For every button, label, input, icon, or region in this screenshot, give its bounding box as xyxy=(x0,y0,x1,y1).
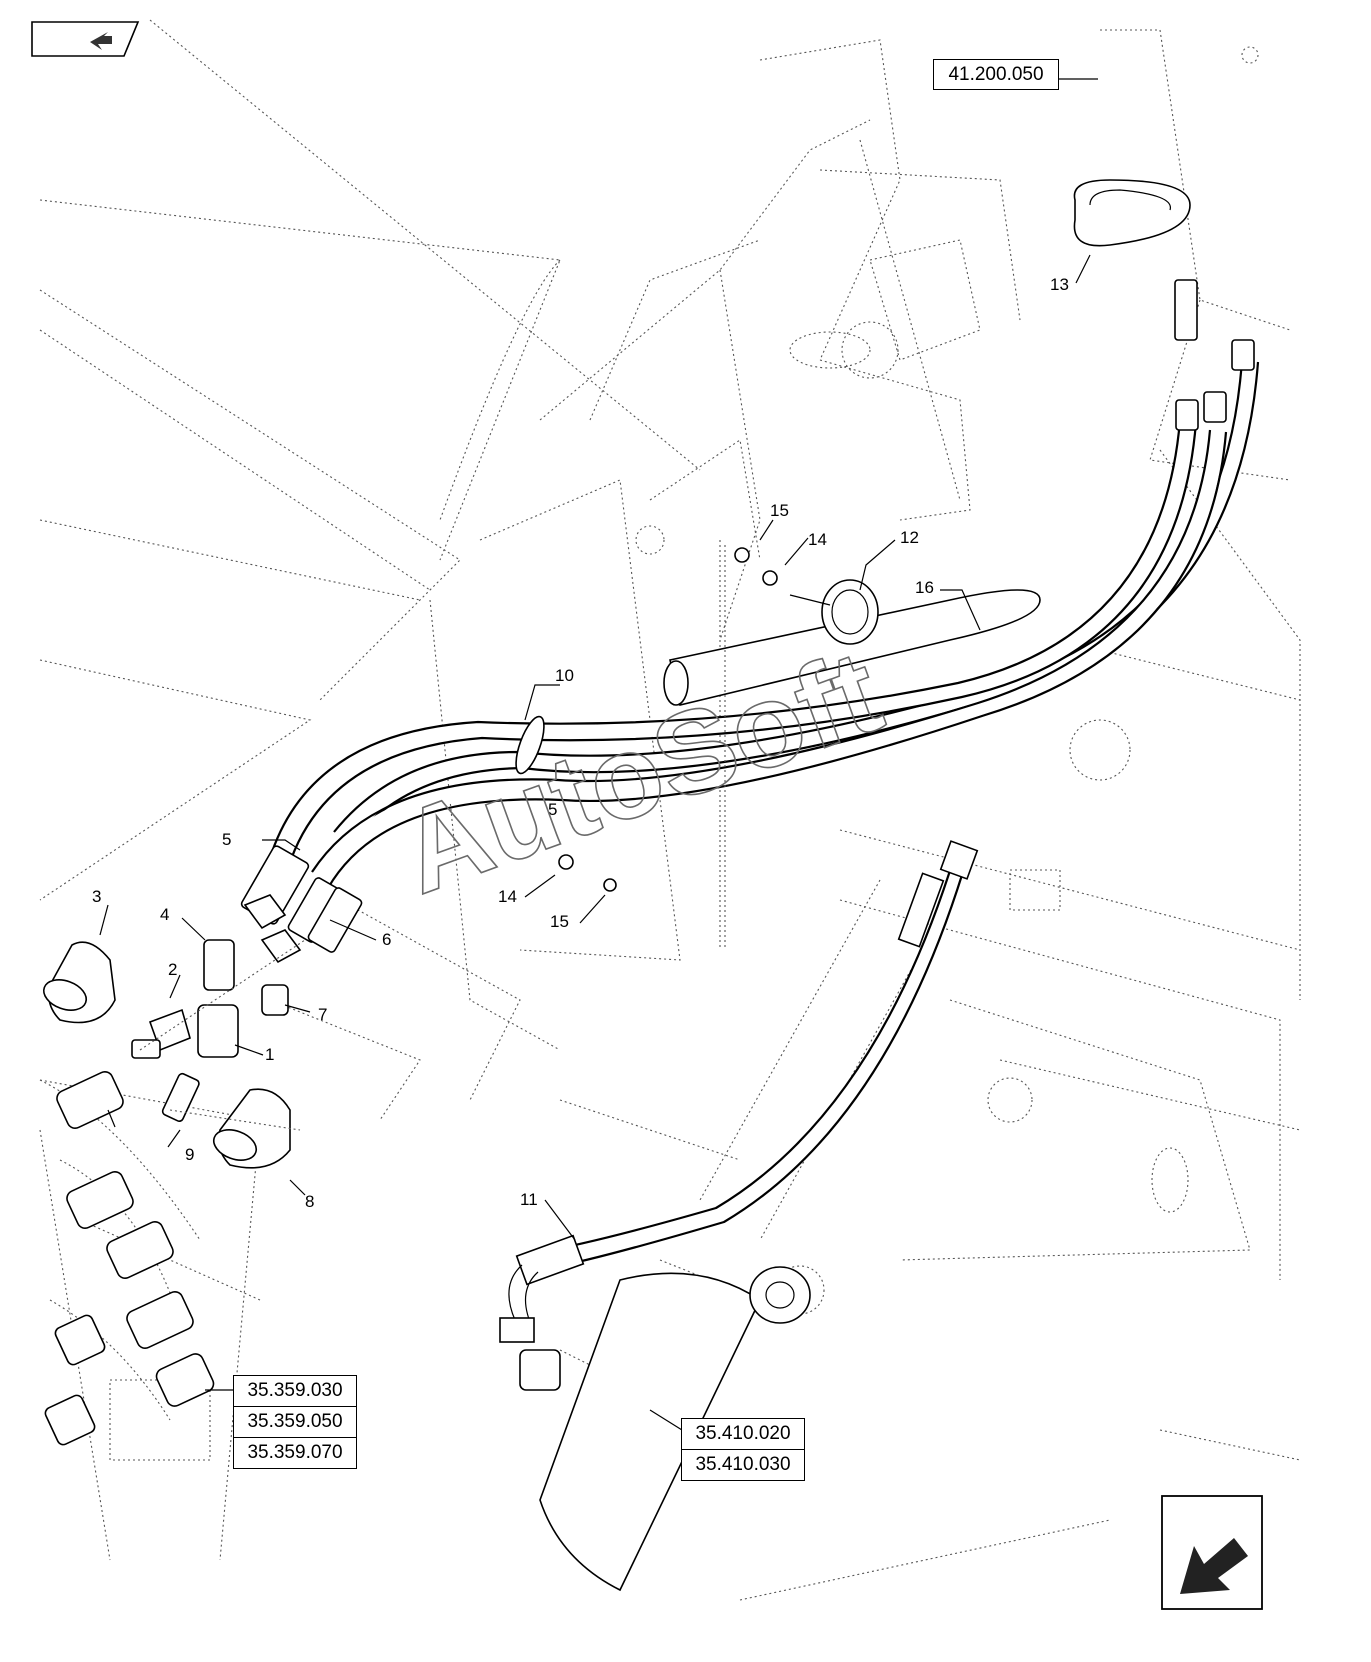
watermark: AutoSoft xyxy=(384,625,897,919)
nav-previous[interactable] xyxy=(30,20,140,58)
callout-1: 1 xyxy=(265,1045,274,1064)
ref-35-359-030[interactable]: 35.359.030 xyxy=(233,1375,357,1407)
callout-13: 13 xyxy=(1050,275,1069,294)
callout-12: 12 xyxy=(900,528,919,547)
callout-4: 4 xyxy=(160,905,169,924)
callout-6: 6 xyxy=(382,930,391,949)
arrow-previous-icon xyxy=(31,21,140,57)
callout-11: 11 xyxy=(520,1190,538,1209)
callout-9: 9 xyxy=(185,1145,194,1164)
ref-35-410-020[interactable]: 35.410.020 xyxy=(681,1418,805,1450)
ref-35-410-030[interactable]: 35.410.030 xyxy=(681,1449,805,1481)
callout-14b: 14 xyxy=(498,887,517,906)
leader-lines xyxy=(99,78,1098,1431)
ref-35-359-050[interactable]: 35.359.050 xyxy=(233,1406,357,1438)
callout-10: 10 xyxy=(555,666,574,685)
callout-7: 7 xyxy=(318,1005,327,1024)
hose-bundle xyxy=(270,279,1260,1343)
callout-15b: 15 xyxy=(550,912,569,931)
ref-35-359-070[interactable]: 35.359.070 xyxy=(233,1437,357,1469)
callout-8: 8 xyxy=(305,1192,314,1211)
nav-next[interactable] xyxy=(1160,1494,1264,1611)
callout-5a: 5 xyxy=(222,830,231,849)
cylinder-end xyxy=(519,1266,811,1592)
quick-coupler-block xyxy=(44,1071,215,1446)
callout-16: 16 xyxy=(915,578,934,597)
callout-14a: 14 xyxy=(808,530,827,549)
callout-2: 2 xyxy=(168,960,177,979)
callout-15a: 15 xyxy=(770,501,789,520)
ref-41-200-050[interactable]: 41.200.050 xyxy=(933,59,1059,90)
callout-labels: 1 2 3 4 5 5 6 7 8 9 10 11 12 13 14 14 15… xyxy=(92,275,1069,1211)
callout-3: 3 xyxy=(92,887,101,906)
fittings-and-caps xyxy=(42,179,1191,1592)
arrow-next-icon xyxy=(1161,1495,1263,1610)
callout-5b: 5 xyxy=(548,800,557,819)
